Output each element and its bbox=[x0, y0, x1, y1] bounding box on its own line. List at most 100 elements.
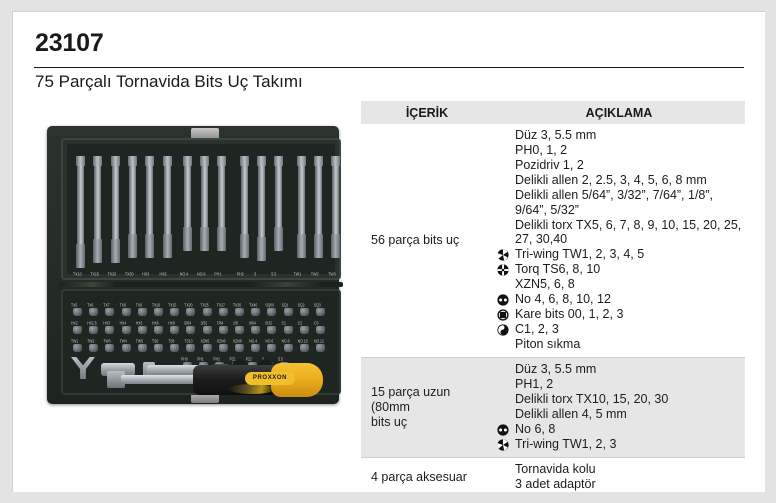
bit-shank bbox=[182, 227, 192, 251]
description-line: Kare bits 00, 1, 2, 3 bbox=[493, 307, 745, 322]
small-bit-label: SQ2 bbox=[297, 302, 305, 308]
long-bit-label: TX15 bbox=[90, 271, 99, 277]
small-bit bbox=[202, 308, 212, 316]
small-bit bbox=[105, 326, 115, 334]
description-text: Delikli allen 4, 5 mm bbox=[515, 407, 627, 421]
description-line: Delikli torx TX10, 15, 20, 30 bbox=[493, 392, 745, 407]
bit-shank bbox=[313, 234, 323, 258]
screwdriver-shaft bbox=[121, 375, 197, 384]
small-bit bbox=[73, 326, 82, 334]
row-content-text: 4 parça aksesuar bbox=[371, 470, 467, 485]
small-bit-label: 5/32 bbox=[265, 320, 272, 326]
small-bit bbox=[218, 326, 228, 334]
small-bit-label: PZ1 bbox=[229, 356, 236, 362]
bit-shank bbox=[200, 227, 210, 251]
small-bit bbox=[154, 326, 163, 334]
small-bit bbox=[121, 308, 131, 316]
bit-shank bbox=[217, 227, 227, 251]
small-bit-label: XZN8 bbox=[233, 338, 242, 344]
small-bit bbox=[235, 344, 244, 352]
small-bit-label: HX2.5 bbox=[87, 320, 97, 326]
small-bit bbox=[105, 308, 115, 316]
long-bit bbox=[110, 156, 120, 263]
long-bit-label: NO.6 bbox=[197, 271, 206, 277]
small-bit bbox=[137, 326, 147, 334]
small-bit-label: TX9 bbox=[135, 302, 143, 308]
small-bit-label: TS6 bbox=[152, 338, 159, 344]
long-bit bbox=[296, 156, 306, 258]
small-bit bbox=[283, 308, 293, 316]
row-content-label: 4 parça aksesuar bbox=[361, 458, 493, 497]
bit-shank bbox=[257, 237, 266, 261]
small-bit bbox=[73, 308, 82, 316]
bit-shank bbox=[127, 234, 137, 258]
small-bit-label: TW5 bbox=[135, 338, 143, 344]
description-text: No 4, 6, 8, 10, 12 bbox=[515, 292, 611, 306]
table-row-divider bbox=[361, 357, 745, 358]
small-bit-label: PZ2 bbox=[245, 356, 253, 362]
small-bit-label: TW3 bbox=[103, 338, 111, 344]
bit-tip bbox=[182, 156, 192, 166]
small-bit-label: TX10 bbox=[152, 302, 161, 308]
long-bit-label: TX20 bbox=[107, 271, 117, 277]
small-bit bbox=[121, 326, 131, 334]
long-bit-label: HX3 bbox=[142, 271, 150, 277]
small-bit bbox=[316, 308, 325, 316]
small-bit-label: TX6 bbox=[87, 302, 94, 308]
bit-tip bbox=[110, 156, 120, 166]
long-bit bbox=[182, 156, 192, 251]
description-text: Delikli torx TX5, 6, 7, 8, 9, 10, 15, 20… bbox=[515, 217, 742, 247]
bit-shank bbox=[274, 227, 284, 251]
bit-shank bbox=[145, 234, 155, 258]
bit-tip bbox=[313, 156, 323, 166]
bit-holder-fork bbox=[71, 357, 95, 379]
small-bit bbox=[154, 344, 163, 352]
handle-accent bbox=[229, 384, 275, 394]
long-bit-label: NO.4 bbox=[179, 271, 189, 277]
small-bit-label: PH2 bbox=[213, 356, 220, 362]
bit-tip bbox=[76, 156, 85, 166]
bit-tip bbox=[217, 156, 227, 166]
small-bit bbox=[170, 344, 180, 352]
description-line: No 6, 8 bbox=[493, 422, 745, 437]
header-content: İÇERİK bbox=[405, 105, 449, 120]
description-text: Kare bits 00, 1, 2, 3 bbox=[515, 307, 624, 321]
small-bit-label: TX30 bbox=[233, 302, 242, 308]
long-bit-label: PH2 bbox=[236, 271, 244, 277]
description-line: 3 adet adaptör bbox=[493, 477, 745, 492]
long-bit-label: TX30 bbox=[124, 271, 134, 277]
square-bit-icon bbox=[497, 309, 509, 321]
bit-shank bbox=[162, 234, 172, 258]
small-bit-label: NO.8 bbox=[281, 338, 290, 344]
small-bit-label: C2 bbox=[297, 320, 303, 326]
description-line: Delikli allen 5/64”, 3/32”, 7/64”, 1/8”,… bbox=[493, 188, 745, 218]
case-hinge bbox=[59, 282, 343, 287]
long-bit bbox=[257, 156, 266, 261]
bit-tip bbox=[162, 156, 172, 166]
description-text: Düz 3, 5.5 mm bbox=[515, 128, 597, 142]
long-bit bbox=[239, 156, 249, 258]
small-bit-label: C3 bbox=[314, 320, 319, 326]
description-line: C1, 2, 3 bbox=[493, 322, 745, 337]
bit-shank bbox=[93, 239, 103, 263]
description-text: 3 adet adaptör bbox=[515, 477, 596, 491]
long-bit bbox=[274, 156, 284, 251]
description-line: Torq TS6, 8, 10 bbox=[493, 262, 745, 277]
small-bit-label: TX25 bbox=[200, 302, 209, 308]
description-line: Delikli torx TX5, 6, 7, 8, 9, 10, 15, 20… bbox=[493, 218, 745, 248]
small-bit bbox=[89, 344, 99, 352]
bit-tip bbox=[127, 156, 137, 166]
description-text: Delikli allen 5/64”, 3/32”, 7/64”, 1/8”,… bbox=[515, 188, 714, 217]
description-line: Düz 3, 5.5 mm bbox=[493, 128, 745, 143]
small-bit-label: TX8 bbox=[119, 302, 126, 308]
table-row-divider bbox=[361, 457, 745, 458]
clutch-bit-icon bbox=[497, 324, 509, 336]
small-bit bbox=[186, 308, 196, 316]
description-text: C1, 2, 3 bbox=[515, 322, 559, 336]
small-bit bbox=[186, 326, 196, 334]
